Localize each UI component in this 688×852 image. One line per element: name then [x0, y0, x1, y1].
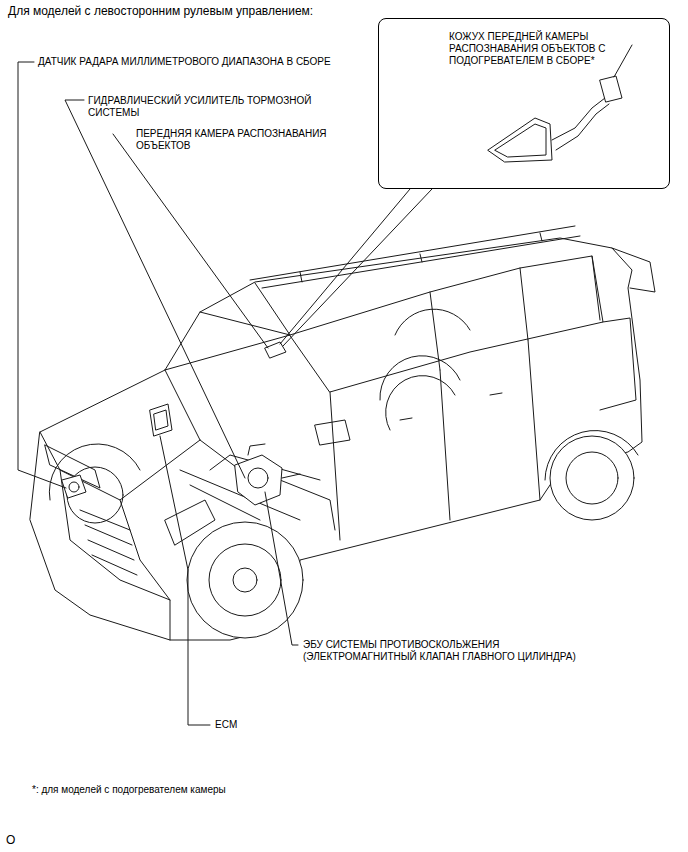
part-label: ПЕРЕДНЯЯ КАМЕРА РАСПОЗНАВАНИЯ ОБЪЕКТОВ — [136, 128, 346, 152]
part-label: ДАТЧИК РАДАРА МИЛЛИМЕТРОВОГО ДИАПАЗОНА В… — [38, 56, 378, 68]
page-mark: O — [6, 834, 36, 846]
part-label: ЭБУ СИСТЕМЫ ПРОТИВОСКОЛЬЖЕНИЯ (ЭЛЕКТРОМА… — [303, 639, 608, 663]
part-label: ГИДРАВЛИЧЕСКИЙ УСИЛИТЕЛЬ ТОРМОЗНОЙ СИСТЕ… — [88, 95, 328, 119]
inset-label: КОЖУХ ПЕРЕДНЕЙ КАМЕРЫ РАСПОЗНАВАНИЯ ОБЪЕ… — [449, 31, 629, 67]
footnote: *: для моделей с подогревателем камеры — [32, 784, 226, 796]
part-label: ECM — [215, 719, 275, 731]
diagram-title: Для моделей с левосторонним рулевым упра… — [8, 4, 313, 18]
inset-box: КОЖУХ ПЕРЕДНЕЙ КАМЕРЫ РАСПОЗНАВАНИЯ ОБЪЕ… — [378, 18, 670, 189]
